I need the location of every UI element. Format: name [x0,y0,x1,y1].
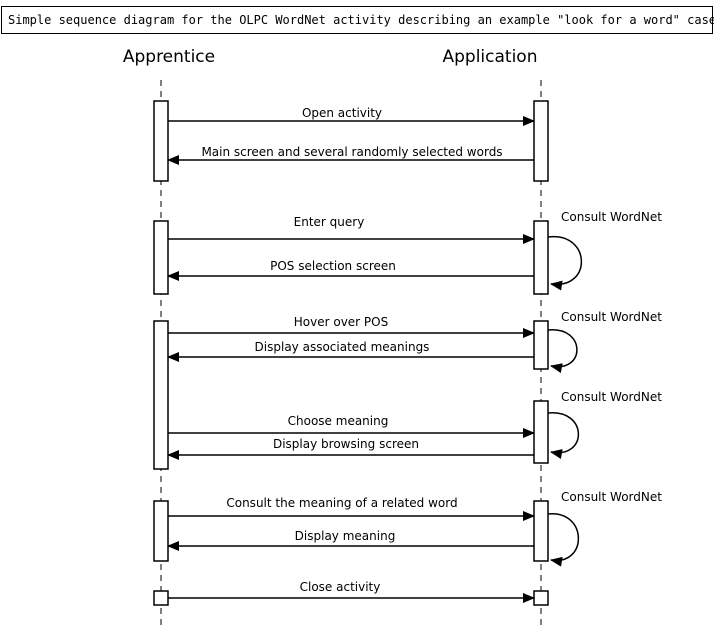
activation-apprentice-1 [153,100,169,182]
message-label-9: Consult the meaning of a related word [226,496,457,510]
activation-apprentice-2 [153,220,169,295]
actor-application: Application [443,47,538,67]
self-call-label-1: Consult WordNet [561,210,662,224]
activation-application-1 [533,100,549,182]
message-label-1: Open activity [302,106,382,120]
activation-application-3 [533,320,549,370]
self-call-loop-4 [547,513,580,567]
self-call-label-4: Consult WordNet [561,490,662,504]
activation-application-6 [533,590,549,606]
message-label-5: Hover over POS [294,315,388,329]
diagram-title: Simple sequence diagram for the OLPC Wor… [8,13,714,27]
message-label-4: POS selection screen [270,259,396,273]
self-call-loop-2 [547,329,578,374]
message-label-11: Close activity [300,580,381,594]
activation-application-5 [533,500,549,562]
message-label-8: Display browsing screen [273,437,419,451]
activation-apprentice-5 [153,590,169,606]
message-label-10: Display meaning [295,529,396,543]
activation-apprentice-3 [153,320,169,470]
message-label-6: Display associated meanings [255,340,430,354]
message-label-2: Main screen and several randomly selecte… [201,145,502,159]
activation-apprentice-4 [153,500,169,562]
actor-apprentice: Apprentice [123,47,215,67]
self-call-label-2: Consult WordNet [561,310,662,324]
self-call-loop-1 [547,236,583,291]
message-label-3: Enter query [294,215,365,229]
title-box [1,6,713,34]
self-call-loop-3 [547,412,580,459]
self-call-label-3: Consult WordNet [561,390,662,404]
message-label-7: Choose meaning [288,414,389,428]
activation-application-2 [533,220,549,295]
activation-application-4 [533,400,549,464]
